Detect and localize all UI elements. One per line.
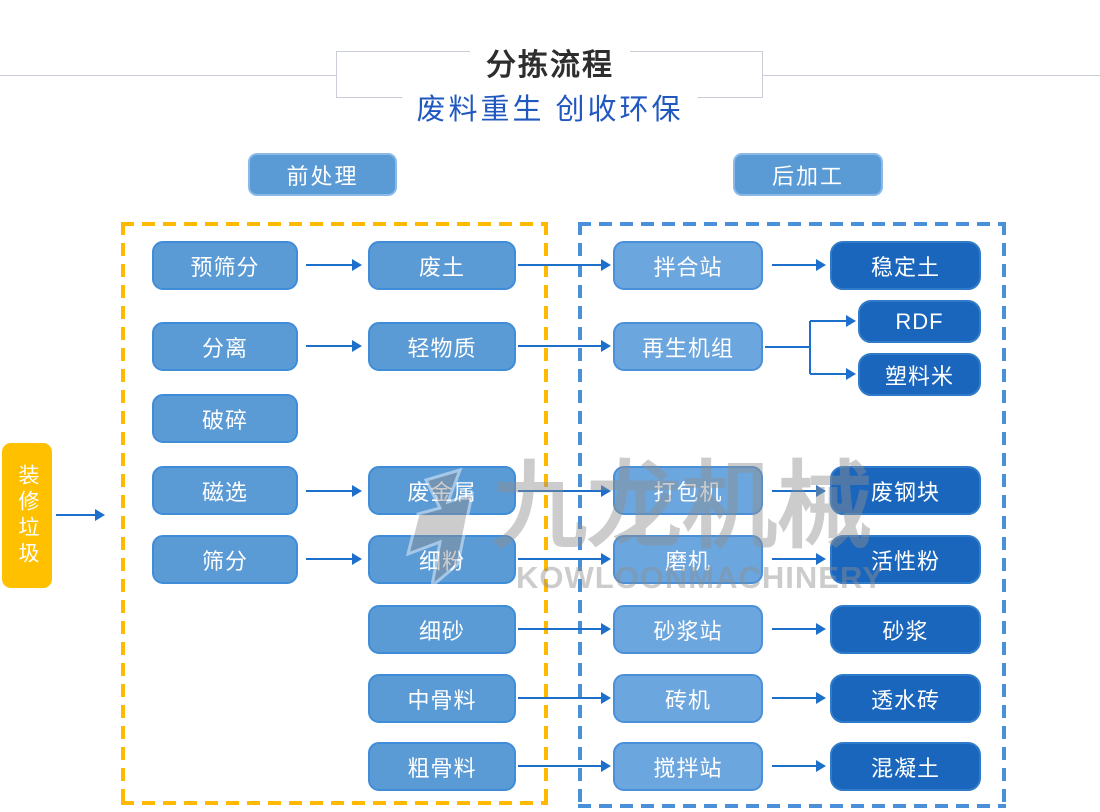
section-label-pretreatment: 前处理 xyxy=(248,153,397,196)
node-plastic-pellets: 塑料米 xyxy=(858,353,981,396)
branch-stub-line xyxy=(765,346,810,348)
arrow-prescreening-to-wastesoil xyxy=(306,264,360,266)
arrow-recyclingunit-to-rdf xyxy=(810,320,854,322)
page-subtitle: 废料重生 创收环保 xyxy=(402,86,698,128)
arrow-wastesoil-to-mixingstation xyxy=(518,264,609,266)
arrow-coarseaggregate-to-agitatingstation xyxy=(518,765,609,767)
node-brick-machine: 砖机 xyxy=(613,674,763,723)
arrow-brickmachine-to-permeablebrick xyxy=(772,697,824,699)
node-scrap-steel-block: 废钢块 xyxy=(830,466,981,515)
node-stabilized-soil: 稳定土 xyxy=(830,241,981,290)
arrow-mill-to-activepowder xyxy=(772,558,824,560)
arrow-baler-to-scrapsteel xyxy=(772,490,824,492)
arrow-mortarstation-to-mortar xyxy=(772,628,824,630)
arrow-finepowder-to-mill xyxy=(518,558,609,560)
arrow-lightmaterial-to-recyclingunit xyxy=(518,345,609,347)
page-title: 分拣流程 xyxy=(470,40,630,84)
node-mill: 磨机 xyxy=(613,535,763,584)
arrow-screening-to-finepowder xyxy=(306,558,360,560)
node-mortar: 砂浆 xyxy=(830,605,981,654)
arrow-mixingstation-to-stabilizedsoil xyxy=(772,264,824,266)
section-label-postprocessing: 后加工 xyxy=(733,153,883,196)
node-medium-aggregate: 中骨料 xyxy=(368,674,516,723)
arrow-mediumaggregate-to-brickmachine xyxy=(518,697,609,699)
node-rdf: RDF xyxy=(858,300,981,343)
node-light-material: 轻物质 xyxy=(368,322,516,371)
node-mortar-station: 砂浆站 xyxy=(613,605,763,654)
arrow-finesand-to-mortarstation xyxy=(518,628,609,630)
arrow-agitatingstation-to-concrete xyxy=(772,765,824,767)
node-coarse-aggregate: 粗骨料 xyxy=(368,742,516,791)
arrow-source-to-pretreatment xyxy=(56,514,103,516)
node-magnetic-separation: 磁选 xyxy=(152,466,298,515)
node-decoration-waste: 装修垃圾 xyxy=(2,443,52,588)
node-separation: 分离 xyxy=(152,322,298,371)
node-active-powder: 活性粉 xyxy=(830,535,981,584)
node-fine-powder: 细粉 xyxy=(368,535,516,584)
node-mixing-station: 拌合站 xyxy=(613,241,763,290)
node-scrap-metal: 废金属 xyxy=(368,466,516,515)
node-recycling-unit: 再生机组 xyxy=(613,322,763,371)
node-screening: 筛分 xyxy=(152,535,298,584)
arrow-magnetic-to-scrapmetal xyxy=(306,490,360,492)
arrow-recyclingunit-to-plasticpellets xyxy=(810,373,854,375)
node-fine-sand: 细砂 xyxy=(368,605,516,654)
node-agitating-station: 搅拌站 xyxy=(613,742,763,791)
node-waste-soil: 废土 xyxy=(368,241,516,290)
arrow-scrapmetal-to-baler xyxy=(518,490,609,492)
arrow-separation-to-lightmaterial xyxy=(306,345,360,347)
node-permeable-brick: 透水砖 xyxy=(830,674,981,723)
node-concrete: 混凝土 xyxy=(830,742,981,791)
branch-vertical-line xyxy=(809,321,811,374)
node-pre-screening: 预筛分 xyxy=(152,241,298,290)
node-crushing: 破碎 xyxy=(152,394,298,443)
node-baler: 打包机 xyxy=(613,466,763,515)
